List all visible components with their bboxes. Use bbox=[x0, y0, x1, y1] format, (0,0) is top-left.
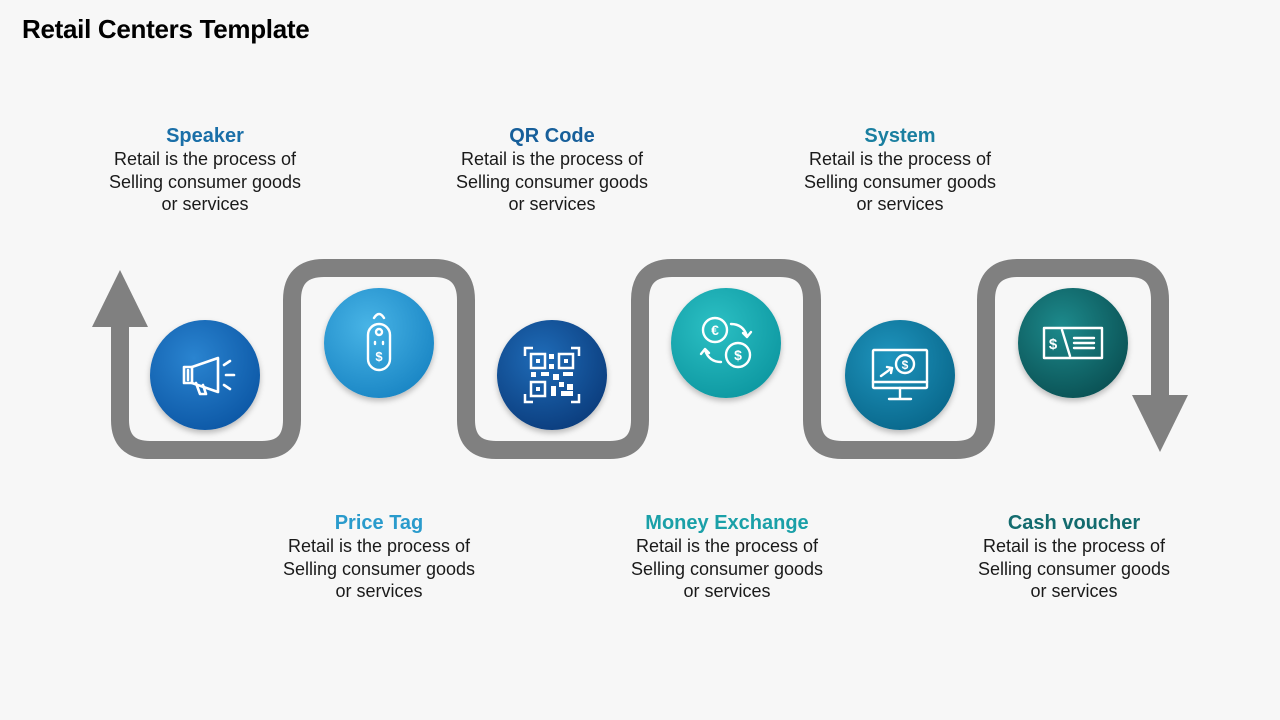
step-4-text: Money Exchange Retail is the process of … bbox=[622, 511, 832, 603]
step-6-desc: Retail is the process of Selling consume… bbox=[977, 536, 1171, 601]
step-5-title: System bbox=[864, 125, 936, 147]
step-3-desc: Retail is the process of Selling consume… bbox=[455, 149, 649, 214]
svg-text:$: $ bbox=[375, 349, 383, 364]
step-2-title: Price Tag bbox=[334, 512, 424, 534]
arrow-down-icon bbox=[1132, 395, 1188, 452]
step-6-text: Cash voucher Retail is the process of Se… bbox=[969, 511, 1179, 603]
money-exchange-icon: € $ bbox=[699, 316, 753, 369]
step-6-circle: $ bbox=[1018, 288, 1128, 398]
step-6-title: Cash voucher bbox=[1007, 512, 1141, 534]
step-4-title: Money Exchange bbox=[645, 512, 809, 534]
step-3-circle bbox=[497, 320, 607, 430]
step-2-desc: Retail is the process of Selling consume… bbox=[282, 536, 476, 601]
cash-voucher-icon: $ bbox=[1042, 326, 1104, 360]
arrow-up-icon bbox=[92, 270, 148, 327]
step-5-circle: $ bbox=[845, 320, 955, 430]
computer-dollar-icon: $ bbox=[871, 348, 929, 401]
step-2-circle: $ bbox=[324, 288, 434, 398]
step-1-title: Speaker bbox=[166, 125, 244, 147]
svg-text:$: $ bbox=[902, 358, 909, 372]
step-4-circle: € $ bbox=[671, 288, 781, 398]
step-5-desc: Retail is the process of Selling consume… bbox=[803, 149, 997, 214]
step-3-text: QR Code Retail is the process of Selling… bbox=[447, 124, 657, 216]
path-line bbox=[111, 259, 1169, 459]
step-1-desc: Retail is the process of Selling consume… bbox=[108, 149, 302, 214]
qr-code-icon bbox=[523, 346, 581, 404]
step-1-circle bbox=[150, 320, 260, 430]
step-5-text: System Retail is the process of Selling … bbox=[795, 124, 1005, 216]
step-1-text: Speaker Retail is the process of Selling… bbox=[100, 124, 310, 216]
step-4-desc: Retail is the process of Selling consume… bbox=[630, 536, 824, 601]
price-tag-icon: $ bbox=[366, 312, 392, 372]
svg-text:€: € bbox=[711, 322, 719, 338]
svg-text:$: $ bbox=[1049, 336, 1058, 353]
megaphone-icon bbox=[182, 356, 236, 396]
svg-text:$: $ bbox=[734, 347, 742, 363]
step-2-text: Price Tag Retail is the process of Selli… bbox=[274, 511, 484, 603]
page-title: Retail Centers Template bbox=[22, 14, 310, 44]
step-3-title: QR Code bbox=[509, 125, 595, 147]
